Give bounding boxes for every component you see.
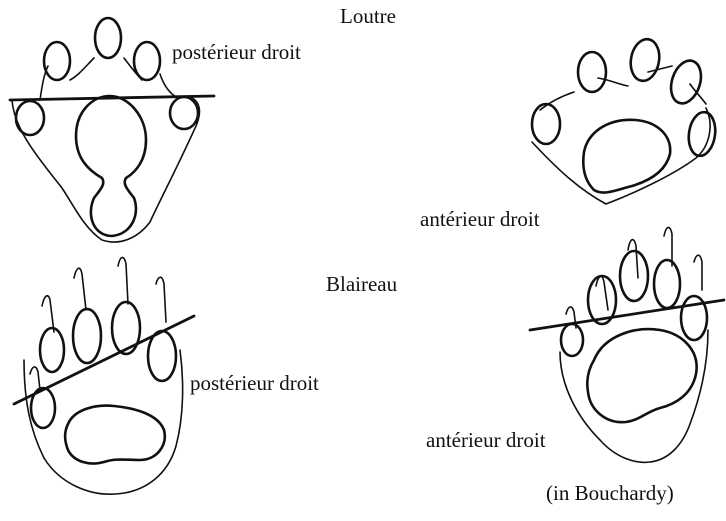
otter-fore-toe-2: [576, 50, 608, 94]
badger-fore-toe-5: [679, 294, 709, 342]
badger-hind-toe-5: [29, 386, 57, 430]
otter-hind-toe-3: [132, 40, 162, 82]
badger-hind-toe-2: [71, 307, 103, 365]
otter-fore-label: antérieur droit: [420, 207, 540, 231]
badger-fore-cut-line: [528, 298, 726, 332]
otter-hind-outline: [11, 97, 201, 243]
badger-fore-paw-print: [528, 226, 726, 464]
otter-fore-web: [539, 65, 707, 111]
otter-fore-toe-5: [687, 110, 717, 158]
badger-hind-claw-3: [117, 256, 129, 305]
badger-hind-label: postérieur droit: [190, 371, 319, 395]
otter-fore-toe-1: [530, 102, 562, 146]
badger-fore-claw-1: [595, 275, 609, 311]
badger-fore-claw-4: [693, 254, 703, 291]
badger-fore-claw-3: [663, 226, 673, 267]
badger-hind-paw-print: [12, 256, 196, 495]
badger-hind-toe-3: [110, 300, 142, 356]
otter-hind-toe-5: [168, 95, 200, 131]
source-credit: (in Bouchardy): [546, 481, 674, 505]
badger-hind-outline: [23, 349, 184, 495]
badger-hind-toe-1: [38, 326, 66, 374]
otter-fore-toe-3: [629, 37, 661, 83]
badger-fore-claw-2: [627, 238, 639, 279]
badger-fore-outline: [559, 329, 709, 464]
badger-hind-pad: [63, 404, 167, 465]
otter-hind-toe-4: [14, 99, 46, 137]
otter-hind-paw-print: [8, 16, 216, 243]
badger-fore-toe-4: [652, 258, 682, 310]
otter-hind-web: [39, 57, 179, 101]
badger-hind-cut-line: [12, 314, 196, 406]
otter-hind-label: postérieur droit: [172, 40, 301, 64]
badger-fore-toe-1: [559, 322, 585, 358]
otter-fore-toe-4: [669, 59, 703, 105]
badger-fore-toe-3: [618, 249, 650, 303]
otter-fore-pad: [582, 118, 672, 194]
badger-hind-claw-1: [41, 294, 55, 333]
otter-hind-toe-2: [93, 16, 123, 60]
otter-title: Loutre: [340, 4, 396, 28]
badger-fore-toe-2: [586, 274, 618, 326]
badger-fore-label: antérieur droit: [426, 428, 546, 452]
badger-title: Blaireau: [326, 272, 398, 296]
badger-hind-claw-2: [73, 267, 87, 311]
badger-hind-toe-4: [146, 329, 178, 383]
badger-hind-claw-5: [29, 366, 41, 391]
otter-fore-paw-print: [530, 37, 717, 205]
otter-hind-toe-1: [42, 40, 72, 82]
badger-fore-claw-5: [565, 306, 577, 329]
badger-hind-claw-4: [155, 276, 167, 323]
otter-fore-outline: [531, 107, 711, 205]
badger-fore-pad: [585, 327, 698, 424]
otter-hind-cut-line: [8, 94, 216, 102]
otter-hind-pad: [74, 94, 148, 238]
